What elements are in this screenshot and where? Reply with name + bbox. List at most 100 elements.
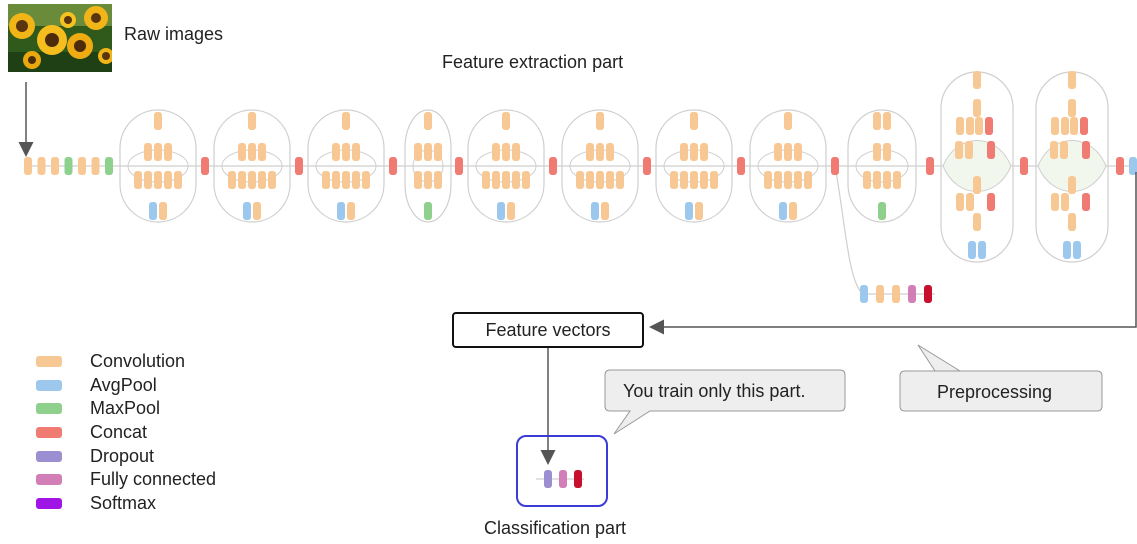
convolution-block <box>332 171 340 189</box>
concat-block <box>295 157 303 175</box>
convolution-block <box>892 285 900 303</box>
convolution-block <box>248 112 256 130</box>
avgpool-block <box>591 202 599 220</box>
avgpool-block <box>860 285 868 303</box>
avgpool-block <box>779 202 787 220</box>
concat-block <box>987 141 995 159</box>
convolution-block <box>804 171 812 189</box>
convolution-block <box>700 171 708 189</box>
legend-swatch <box>36 403 62 415</box>
convolution-block <box>1068 99 1076 117</box>
convolution-block <box>238 171 246 189</box>
convolution-block <box>873 143 881 161</box>
convolution-block <box>51 157 59 175</box>
legend-label: MaxPool <box>90 398 161 419</box>
convolution-block <box>784 171 792 189</box>
convolution-block <box>492 171 500 189</box>
convolution-block <box>159 202 167 220</box>
softmax-block <box>924 285 932 303</box>
convolution-block <box>789 202 797 220</box>
convolution-block <box>144 171 152 189</box>
convolution-block <box>680 171 688 189</box>
aux-branch-line <box>834 165 863 294</box>
convolution-block <box>601 202 609 220</box>
convolution-block <box>690 143 698 161</box>
maxpool-block <box>878 202 886 220</box>
convolution-block <box>873 171 881 189</box>
convolution-block <box>1061 117 1069 135</box>
legend-item: AvgPool <box>36 374 216 398</box>
convolution-block <box>154 171 162 189</box>
convolution-block <box>24 157 32 175</box>
fully-connected-block <box>559 470 567 488</box>
convolution-block <box>91 157 100 175</box>
softmax-block <box>574 470 582 488</box>
train-note-bubble <box>604 369 846 435</box>
convolution-block <box>966 193 974 211</box>
convolution-block <box>883 112 891 130</box>
legend-label: Convolution <box>90 351 186 372</box>
inception-module-1 <box>119 109 197 223</box>
convolution-block <box>362 171 370 189</box>
convolution-block <box>695 202 703 220</box>
concat-block <box>389 157 397 175</box>
convolution-block <box>37 157 46 175</box>
convolution-block <box>955 141 963 159</box>
concat-block <box>985 117 993 135</box>
convolution-block <box>774 171 782 189</box>
convolution-block <box>1070 117 1078 135</box>
concat-block <box>926 157 934 175</box>
legend-swatch <box>36 427 62 439</box>
convolution-block <box>164 143 172 161</box>
avgpool-block <box>1073 241 1081 259</box>
convolution-block <box>1068 71 1076 89</box>
convolution-block <box>764 171 772 189</box>
convolution-block <box>78 157 86 175</box>
convolution-block <box>522 171 530 189</box>
legend-label: Fully connected <box>90 469 217 490</box>
legend-label: AvgPool <box>90 374 157 395</box>
convolution-block <box>492 143 500 161</box>
convolution-block <box>342 112 350 130</box>
inception-module-8 <box>749 109 827 223</box>
convolution-block <box>258 143 266 161</box>
avgpool-block <box>243 202 251 220</box>
inception-module-3 <box>307 109 385 223</box>
legend-swatch <box>36 474 62 486</box>
concat-block <box>987 193 995 211</box>
convolution-block <box>973 176 981 194</box>
convolution-block <box>975 117 983 135</box>
legend-item: Dropout <box>36 444 216 468</box>
legend-label: Softmax <box>90 492 157 513</box>
convolution-block <box>616 171 624 189</box>
convolution-block <box>253 202 261 220</box>
convolution-block <box>784 112 792 130</box>
convolution-block <box>482 171 490 189</box>
convolution-block <box>973 71 981 89</box>
convolution-block <box>502 143 510 161</box>
convolution-block <box>1061 193 1069 211</box>
inception-module-5 <box>467 109 545 223</box>
raw-images-label: Raw images <box>124 24 224 44</box>
convolution-block <box>710 171 718 189</box>
concat-block <box>737 157 745 175</box>
concat-block <box>549 157 557 175</box>
convolution-block <box>1068 176 1076 194</box>
convolution-block <box>680 143 688 161</box>
concat-block <box>643 157 651 175</box>
convolution-block <box>434 143 442 161</box>
convolution-block <box>268 171 276 189</box>
concat-block <box>1082 141 1090 159</box>
convolution-block <box>883 171 891 189</box>
convolution-block <box>352 171 360 189</box>
legend-item: MaxPool <box>36 397 216 421</box>
classification-label: Classification part <box>484 518 627 538</box>
convolution-block <box>1060 141 1068 159</box>
convolution-block <box>876 285 884 303</box>
concat-block <box>1080 117 1088 135</box>
convolution-block <box>174 171 182 189</box>
feature-vectors-box: Feature vectors <box>452 312 644 348</box>
preprocessing-bubble <box>899 344 1103 412</box>
inception-module-2 <box>213 109 291 223</box>
